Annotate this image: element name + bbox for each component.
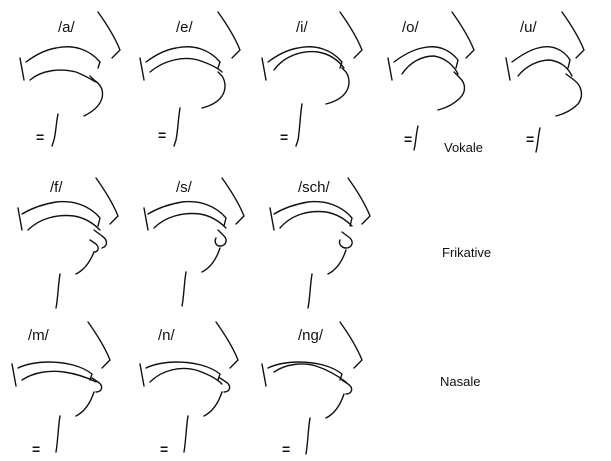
profile-f: /f/: [18, 178, 118, 308]
phoneme-label: /f/: [50, 179, 63, 196]
phoneme-label: /s/: [176, 179, 193, 196]
phoneme-label: /a/: [58, 19, 76, 36]
group-label-vokale: Vokale: [444, 140, 483, 155]
phoneme-label: /n/: [158, 327, 176, 344]
phoneme-label: /sch/: [298, 179, 331, 196]
profile-s: /s/: [144, 178, 244, 306]
group-label-nasale: Nasale: [440, 374, 480, 389]
profile-sch: /sch/: [270, 178, 370, 308]
phoneme-label: /i/: [296, 19, 309, 36]
equals-mark: =: [32, 441, 40, 457]
phoneme-label: /o/: [402, 19, 420, 36]
equals-mark: =: [280, 129, 288, 145]
phoneme-label: /ng/: [298, 327, 324, 344]
phoneme-label: /m/: [28, 327, 50, 344]
group-label-frikative: Frikative: [442, 245, 491, 260]
profile-a: /a/ =: [20, 12, 120, 146]
equals-mark: =: [160, 441, 168, 457]
profile-u: /u/ =: [506, 12, 584, 152]
profile-e: /e/ =: [140, 12, 240, 146]
profile-i: /i/ =: [262, 12, 362, 146]
phoneme-label: /u/: [520, 19, 538, 36]
profile-m: /m/ =: [12, 322, 110, 457]
profile-n: /n/ =: [140, 322, 238, 457]
equals-mark: =: [158, 127, 166, 143]
equals-mark: =: [36, 129, 44, 145]
profile-ng: /ng/ =: [262, 322, 362, 457]
phoneme-label: /e/: [176, 19, 194, 36]
equals-mark: =: [282, 441, 290, 457]
equals-mark: =: [404, 131, 412, 147]
profile-o: /o/ =: [388, 12, 474, 150]
equals-mark: =: [526, 131, 534, 147]
